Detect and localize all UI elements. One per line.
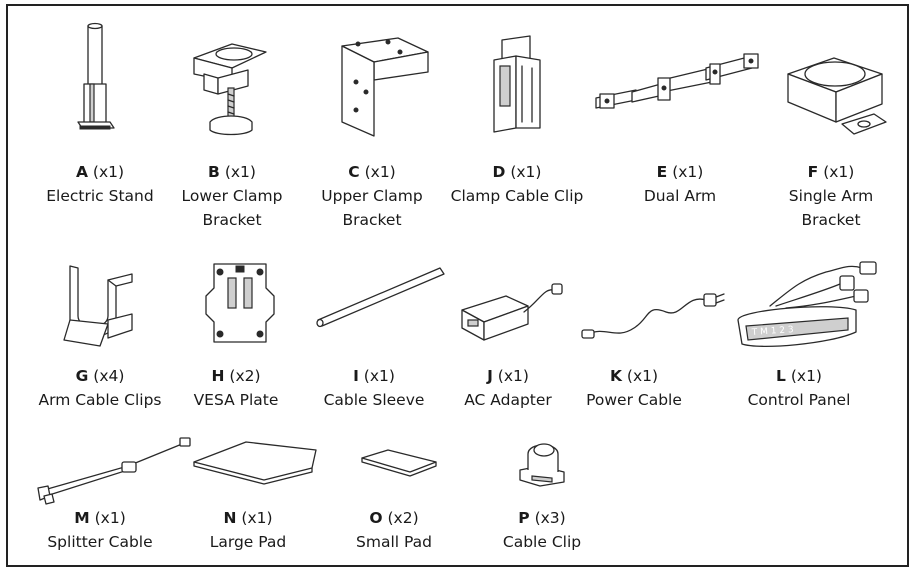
part-name: Electric Stand [46,187,154,205]
part-caption-i: I (x1) Cable Sleeve [294,364,454,412]
clamp-cable-clip-icon [493,35,541,133]
small-pad-icon [361,449,437,477]
part-caption-c: C (x1) Upper Clamp Bracket [294,160,450,232]
control-panel-icon: T M 1 2 3 [737,261,877,348]
part-name: Cable Clip [502,533,582,551]
power-cable-icon [581,293,725,339]
single-arm-bracket-icon [787,57,887,135]
part-caption-h: H (x2) VESA Plate [156,364,316,412]
part-name: Arm Cable Clips [38,391,162,409]
lower-clamp-bracket-icon [193,43,267,136]
part-caption-b: B (x1) Lower Clamp Bracket [154,160,310,232]
ac-adapter-icon [461,283,563,341]
part-caption-e: E (x1) Dual Arm [600,160,760,208]
part-caption-n: N (x1) Large Pad [168,506,328,554]
control-panel-keys: T M 1 2 3 [751,325,794,338]
part-name: Upper Clamp Bracket [321,187,423,229]
part-caption-f: F (x1) Single Arm Bracket [766,160,896,232]
part-name: Power Cable [586,391,682,409]
electric-stand-icon [77,22,115,130]
part-name: Splitter Cable [47,533,153,551]
part-name: Large Pad [209,533,287,551]
vesa-plate-icon [205,263,275,343]
part-name: Cable Sleeve [323,391,425,409]
part-caption-l: L (x1) Control Panel [744,364,854,412]
part-name: Clamp Cable Clip [450,187,584,205]
part-caption-j: J (x1) AC Adapter [428,364,588,412]
large-pad-icon [193,441,317,485]
part-caption-k: K (x1) Power Cable [554,364,714,412]
dual-arm-icon [595,53,759,109]
part-caption-d: D (x1) Clamp Cable Clip [442,160,592,208]
part-name: Single Arm Bracket [788,187,874,229]
part-name: Small Pad [356,533,432,551]
arm-cable-clip-icon [63,265,133,347]
part-caption-a: A (x1) Electric Stand [20,160,180,208]
cable-sleeve-icon [316,267,445,328]
part-name: Dual Arm [643,187,717,205]
cable-clip-icon [519,443,565,487]
part-caption-g: G (x4) Arm Cable Clips [20,364,180,412]
part-caption-p: P (x3) Cable Clip [462,506,622,554]
part-name: AC Adapter [464,391,552,409]
part-name: Control Panel [747,391,851,409]
splitter-cable-icon [37,437,191,505]
parts-list-frame: T M 1 2 3 A (x1) Electric Stand B (x1) L… [6,4,909,567]
part-caption-m: M (x1) Splitter Cable [20,506,180,554]
part-name: VESA Plate [193,391,279,409]
part-name: Lower Clamp Bracket [181,187,283,229]
part-caption-o: O (x2) Small Pad [314,506,474,554]
upper-clamp-bracket-icon [341,37,429,137]
